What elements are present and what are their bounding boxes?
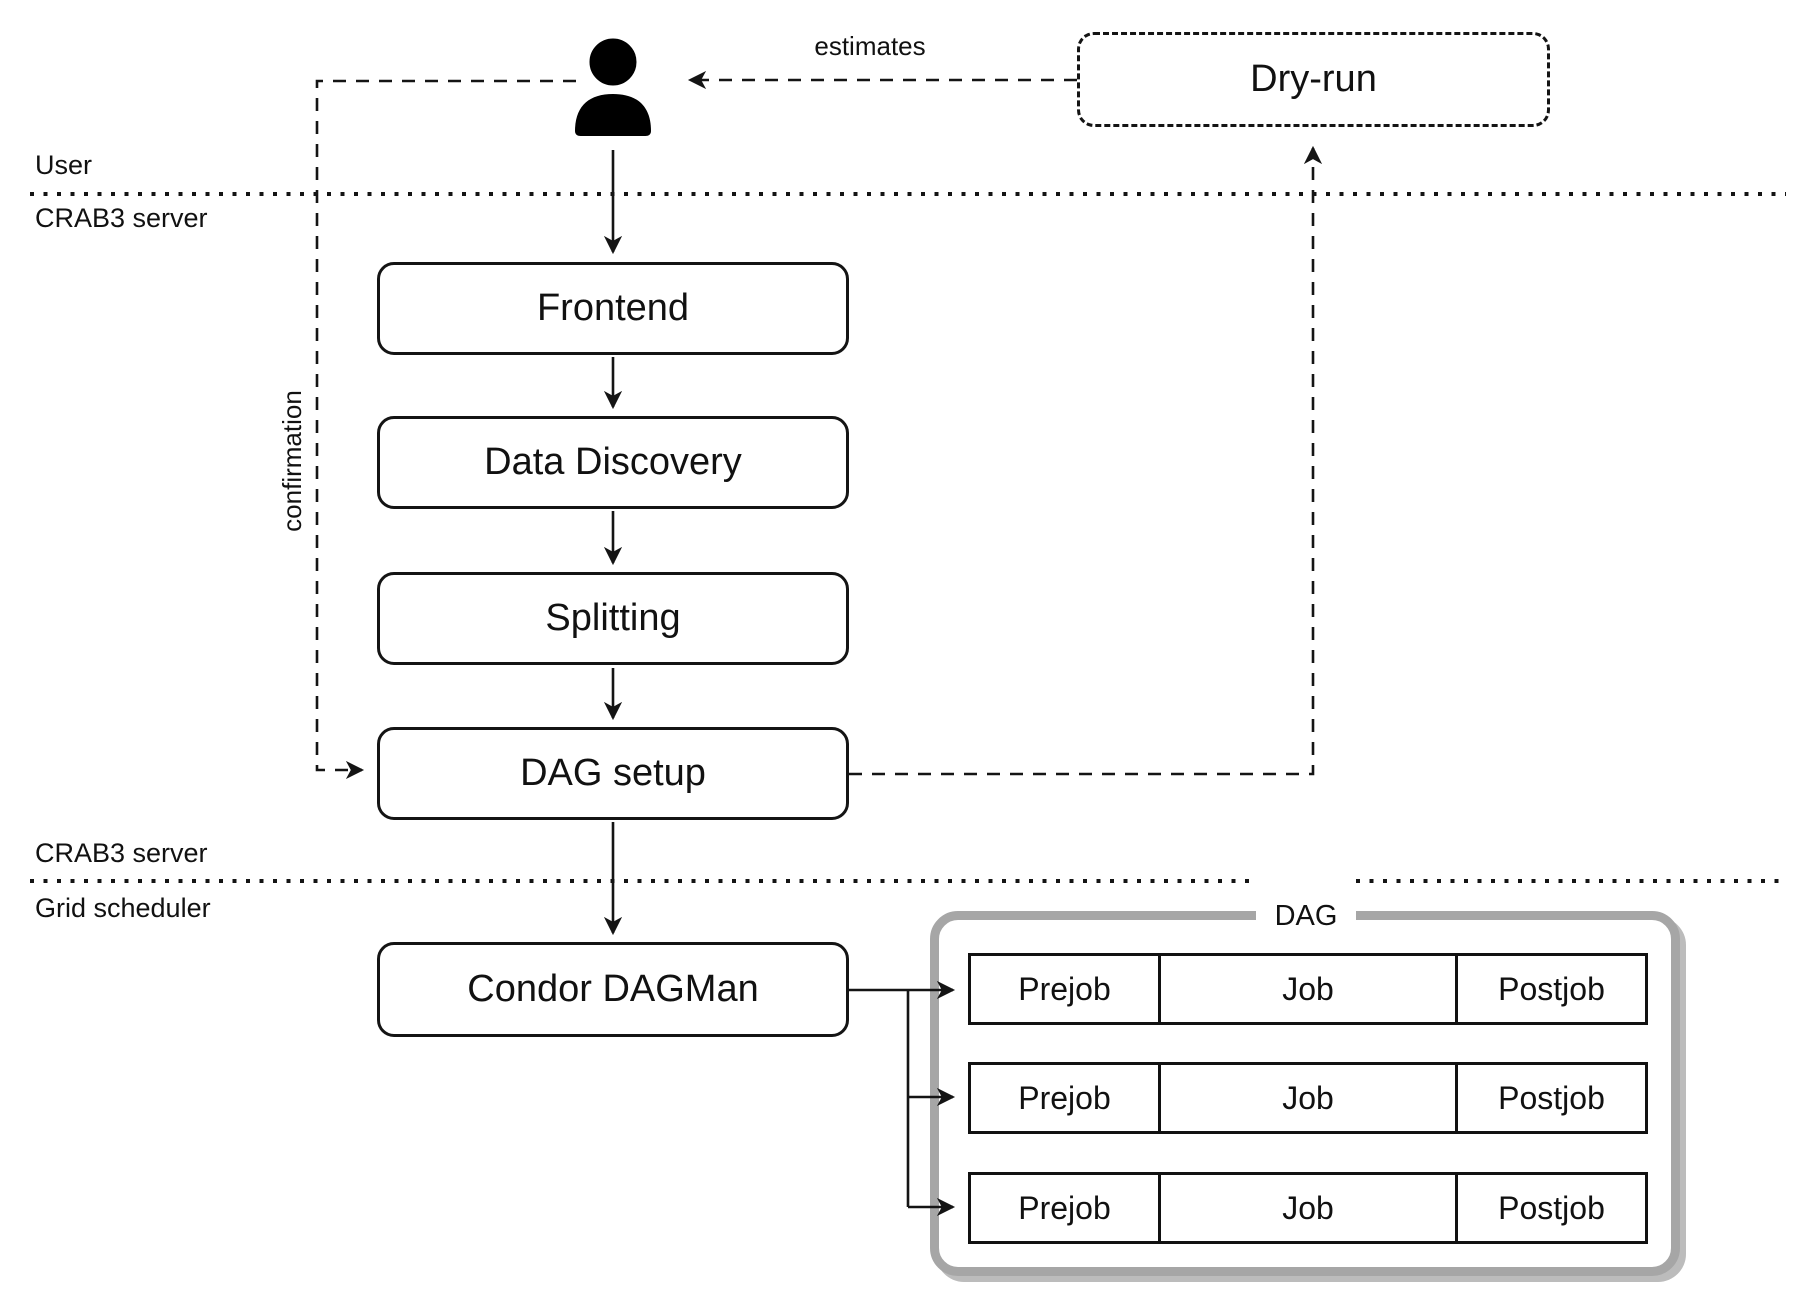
dag-job-row: Prejob Job Postjob [968,1172,1648,1244]
lane-label-user: User [35,150,93,180]
edge-label-estimates: estimates [814,31,926,61]
arrow-dagsetup-to-dryrun [849,145,1323,776]
user-icon-head [584,33,642,91]
postjob-cell: Postjob [1458,1175,1645,1241]
postjob-cell: Postjob [1458,1065,1645,1131]
user-icon-body [575,94,651,136]
job-cell: Job [1161,1065,1455,1131]
dag-job-row: Prejob Job Postjob [968,1062,1648,1134]
prejob-cell: Prejob [971,1175,1158,1241]
prejob-cell: Prejob [971,956,1158,1022]
node-dag-setup: DAG setup [377,727,849,820]
node-condor-dagman: Condor DAGMan [377,942,849,1037]
node-dry-run: Dry-run [1077,32,1550,127]
node-splitting: Splitting [377,572,849,665]
node-data-discovery: Data Discovery [377,416,849,509]
lane-label-crab3-server-bottom: CRAB3 server [35,838,208,868]
job-cell: Job [1161,1175,1455,1241]
job-cell: Job [1161,956,1455,1022]
edge-label-confirmation: confirmation [277,390,307,532]
dag-group-label: DAG [1256,885,1356,947]
postjob-cell: Postjob [1458,956,1645,1022]
dag-job-row: Prejob Job Postjob [968,953,1648,1025]
user-icon [575,33,651,136]
prejob-cell: Prejob [971,1065,1158,1131]
node-frontend: Frontend [377,262,849,355]
lane-label-crab3-server-top: CRAB3 server [35,203,208,233]
lane-label-grid-scheduler: Grid scheduler [35,893,211,923]
